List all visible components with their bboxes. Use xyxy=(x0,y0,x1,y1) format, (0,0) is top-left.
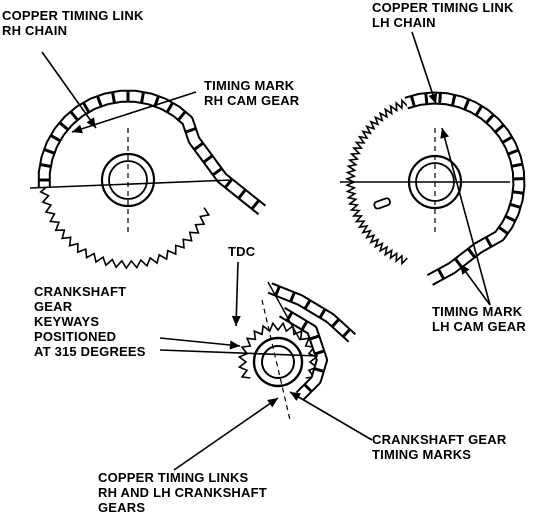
arrow-rh-copper-link-line xyxy=(41,51,97,129)
crankshaft-horizontal-axis xyxy=(159,349,319,357)
label-copper-timing-link-rh: COPPER TIMING LINK RH CHAIN xyxy=(2,8,144,38)
arrow-keyways-head xyxy=(229,340,240,350)
label-crankshaft-gear-timing-marks: CRANKSHAFT GEAR TIMING MARKS xyxy=(372,432,507,462)
rh-cam-horizontal-axis xyxy=(29,179,233,189)
crankshaft-chain-lh xyxy=(267,282,357,343)
arrow-lh-timing-mark-2-head xyxy=(460,264,470,275)
rh-chain xyxy=(37,89,267,216)
label-crankshaft-gear-keyways: CRANKSHAFT GEAR KEYWAYS POSITIONED AT 31… xyxy=(34,284,146,359)
arrow-lh-timing-mark-1-line xyxy=(441,127,491,306)
crankshaft-tdc-line xyxy=(261,299,291,421)
arrow-lh-copper-link-line xyxy=(411,31,437,105)
label-copper-timing-link-lh: COPPER TIMING LINK LH CHAIN xyxy=(372,0,514,30)
arrow-tdc-head xyxy=(231,315,241,326)
crankshaft-chain-rh xyxy=(278,306,328,401)
arrow-lh-timing-mark-1-head xyxy=(440,128,449,139)
label-timing-mark-lh-cam: TIMING MARK LH CAM GEAR xyxy=(432,304,526,334)
arrow-rh-timing-mark-line xyxy=(71,91,197,133)
arrow-tdc-line xyxy=(235,261,239,327)
arrow-rh-timing-mark-head xyxy=(72,124,83,134)
arrow-lh-copper-link-head xyxy=(428,93,438,104)
label-tdc: TDC xyxy=(228,244,256,259)
label-copper-timing-links-crank: COPPER TIMING LINKS RH AND LH CRANKSHAFT… xyxy=(98,470,267,515)
crankshaft-hub-inner xyxy=(261,345,295,379)
crankshaft-chain-guide xyxy=(267,281,301,341)
arrow-keyways-line xyxy=(159,337,241,347)
label-timing-mark-rh-cam: TIMING MARK RH CAM GEAR xyxy=(204,78,300,108)
crankshaft-hub-outer xyxy=(252,336,304,388)
lh-cam-dowel-slot xyxy=(373,197,391,210)
arrow-crank-timing-marks-line xyxy=(289,391,373,441)
leader-lines xyxy=(29,31,510,471)
arrow-crank-copper-links-line xyxy=(173,397,279,471)
chains xyxy=(37,89,526,401)
arrow-crank-timing-marks-head xyxy=(290,392,301,401)
lh-chain xyxy=(404,91,526,286)
arrow-crank-copper-links-head xyxy=(267,398,278,408)
rh-cam-hub-inner xyxy=(108,160,148,200)
rh-cam-hub-outer xyxy=(100,152,156,208)
